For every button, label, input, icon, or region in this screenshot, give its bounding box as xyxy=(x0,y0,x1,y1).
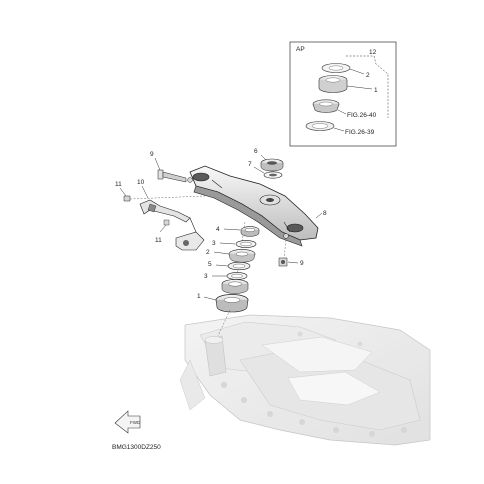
callout-8: 8 xyxy=(323,210,327,217)
callout-3-lower: 3 xyxy=(204,273,208,280)
cable-holder: 11 10 11 xyxy=(115,179,206,251)
bolt-upper: 9 xyxy=(150,151,187,183)
forward-arrow-label: FWD xyxy=(130,420,141,425)
callout-9-upper: 9 xyxy=(150,151,154,158)
stem-stack: 4 3 2 5 3 1 xyxy=(197,221,260,337)
inset-title: AP xyxy=(296,46,305,53)
inset-ref-fig-26-39: FIG.26-39 xyxy=(345,129,375,136)
inset-callout-1: 1 xyxy=(374,87,378,94)
frame-illustration xyxy=(179,314,431,446)
callout-4: 4 xyxy=(216,226,220,233)
callout-2: 2 xyxy=(206,249,210,256)
upper-bracket xyxy=(187,165,319,247)
callout-10: 10 xyxy=(137,179,145,186)
callout-7: 7 xyxy=(248,161,252,168)
forward-arrow: FWD xyxy=(114,410,141,434)
nut-stack-upper: 6 7 xyxy=(248,148,284,179)
callout-11-lower: 11 xyxy=(155,237,162,244)
callout-11-upper: 11 xyxy=(115,181,122,188)
callout-3-upper: 3 xyxy=(212,240,216,247)
callout-6: 6 xyxy=(254,148,258,155)
inset-box: AP 12 2 1 FIG.26-40 FIG.26-39 xyxy=(289,41,397,147)
callout-1: 1 xyxy=(197,293,201,300)
callout-9-lower: 9 xyxy=(300,260,304,267)
inset-ref-fig-26-40: FIG.26-40 xyxy=(347,112,377,119)
inset-callout-2: 2 xyxy=(366,72,370,79)
callout-5: 5 xyxy=(208,261,212,268)
inset-callout-12: 12 xyxy=(369,49,377,56)
bolt-lower: 9 xyxy=(278,239,304,267)
diagram-code: BMG1300DZ250 xyxy=(112,444,161,451)
